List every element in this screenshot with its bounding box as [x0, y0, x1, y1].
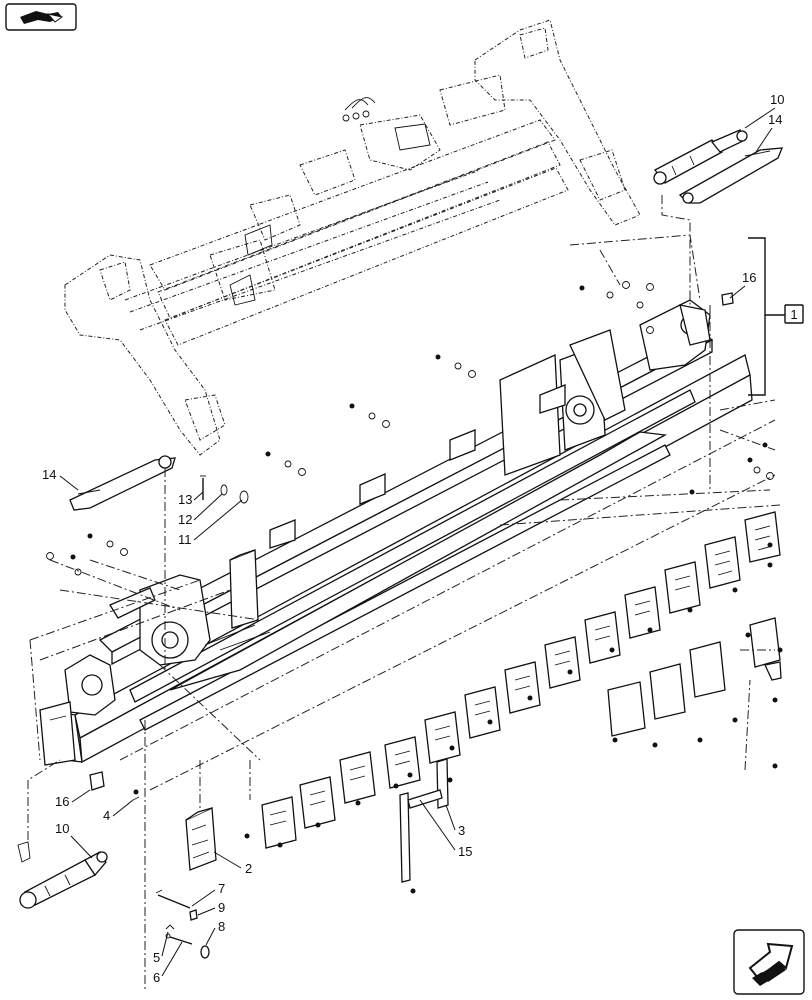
roll-pin-bottom — [89, 771, 105, 791]
callout-5[interactable]: 5 — [153, 931, 169, 965]
callout-2[interactable]: 2 — [213, 851, 252, 876]
roll-pin-top — [721, 292, 734, 306]
callout-14-left[interactable]: 14 — [42, 467, 79, 491]
assembly-leader-lines — [27, 195, 781, 990]
callout-3[interactable]: 3 — [445, 804, 465, 838]
ghost-frame-upper — [64, 19, 641, 456]
main-toolbar-frame — [39, 299, 753, 766]
callout-10-bottom[interactable]: 10 — [55, 821, 93, 859]
hydraulic-cylinder-top — [653, 129, 748, 185]
callout-12[interactable]: 12 — [178, 493, 223, 527]
small-part-far-right — [764, 661, 782, 681]
svg-text:4: 4 — [103, 808, 110, 823]
callout-11[interactable]: 11 — [178, 499, 243, 547]
callout-4[interactable]: 4 — [103, 799, 134, 823]
svg-text:7: 7 — [218, 881, 225, 896]
nut-part-8 — [200, 945, 210, 959]
svg-text:3: 3 — [458, 823, 465, 838]
pin-part-7 — [155, 889, 191, 909]
svg-text:6: 6 — [153, 970, 160, 985]
strap-part-3 — [436, 758, 449, 809]
strap-part-15 — [399, 789, 443, 883]
svg-text:9: 9 — [218, 900, 225, 915]
previous-page-icon[interactable] — [5, 3, 77, 31]
svg-text:10: 10 — [55, 821, 69, 836]
pin-washer-set — [200, 475, 249, 504]
hardware-bolts — [46, 281, 783, 894]
svg-text:13: 13 — [178, 492, 192, 507]
callout-13[interactable]: 13 — [178, 491, 204, 507]
next-page-icon[interactable] — [733, 929, 805, 995]
svg-text:16: 16 — [742, 270, 756, 285]
clip-part-5 — [165, 924, 175, 930]
callout-6[interactable]: 6 — [153, 941, 183, 985]
svg-text:16: 16 — [55, 794, 69, 809]
svg-text:8: 8 — [218, 919, 225, 934]
svg-text:10: 10 — [770, 92, 784, 107]
callout-1[interactable]: 1 — [784, 304, 804, 324]
callout-16-bottom[interactable]: 16 — [55, 789, 91, 809]
svg-text:1: 1 — [790, 307, 797, 322]
svg-text:2: 2 — [245, 861, 252, 876]
spacer-part-9 — [189, 909, 198, 921]
mounting-plate — [185, 807, 217, 871]
svg-text:15: 15 — [458, 844, 472, 859]
callout-7[interactable]: 7 — [191, 881, 225, 907]
link-bar-top — [678, 147, 783, 204]
svg-text:14: 14 — [42, 467, 56, 482]
hydraulic-cylinder-bottom — [17, 841, 108, 909]
svg-text:11: 11 — [178, 532, 192, 547]
svg-text:12: 12 — [178, 512, 192, 527]
bolt-part-4 — [132, 789, 140, 801]
hydraulic-hose-group — [229, 97, 431, 306]
assembly-bracket — [748, 237, 787, 396]
callout-14-top[interactable]: 14 — [755, 112, 782, 153]
callout-8[interactable]: 8 — [205, 919, 225, 946]
callout-9[interactable]: 9 — [197, 900, 225, 916]
link-bar-left — [69, 455, 176, 511]
callout-15[interactable]: 15 — [419, 799, 472, 859]
callout-16-top[interactable]: 16 — [729, 270, 756, 299]
svg-text:14: 14 — [768, 112, 782, 127]
shank-bracket-row — [261, 511, 781, 849]
svg-text:5: 5 — [153, 950, 160, 965]
callout-10-top[interactable]: 10 — [744, 92, 784, 129]
pin-part-6 — [165, 933, 193, 945]
